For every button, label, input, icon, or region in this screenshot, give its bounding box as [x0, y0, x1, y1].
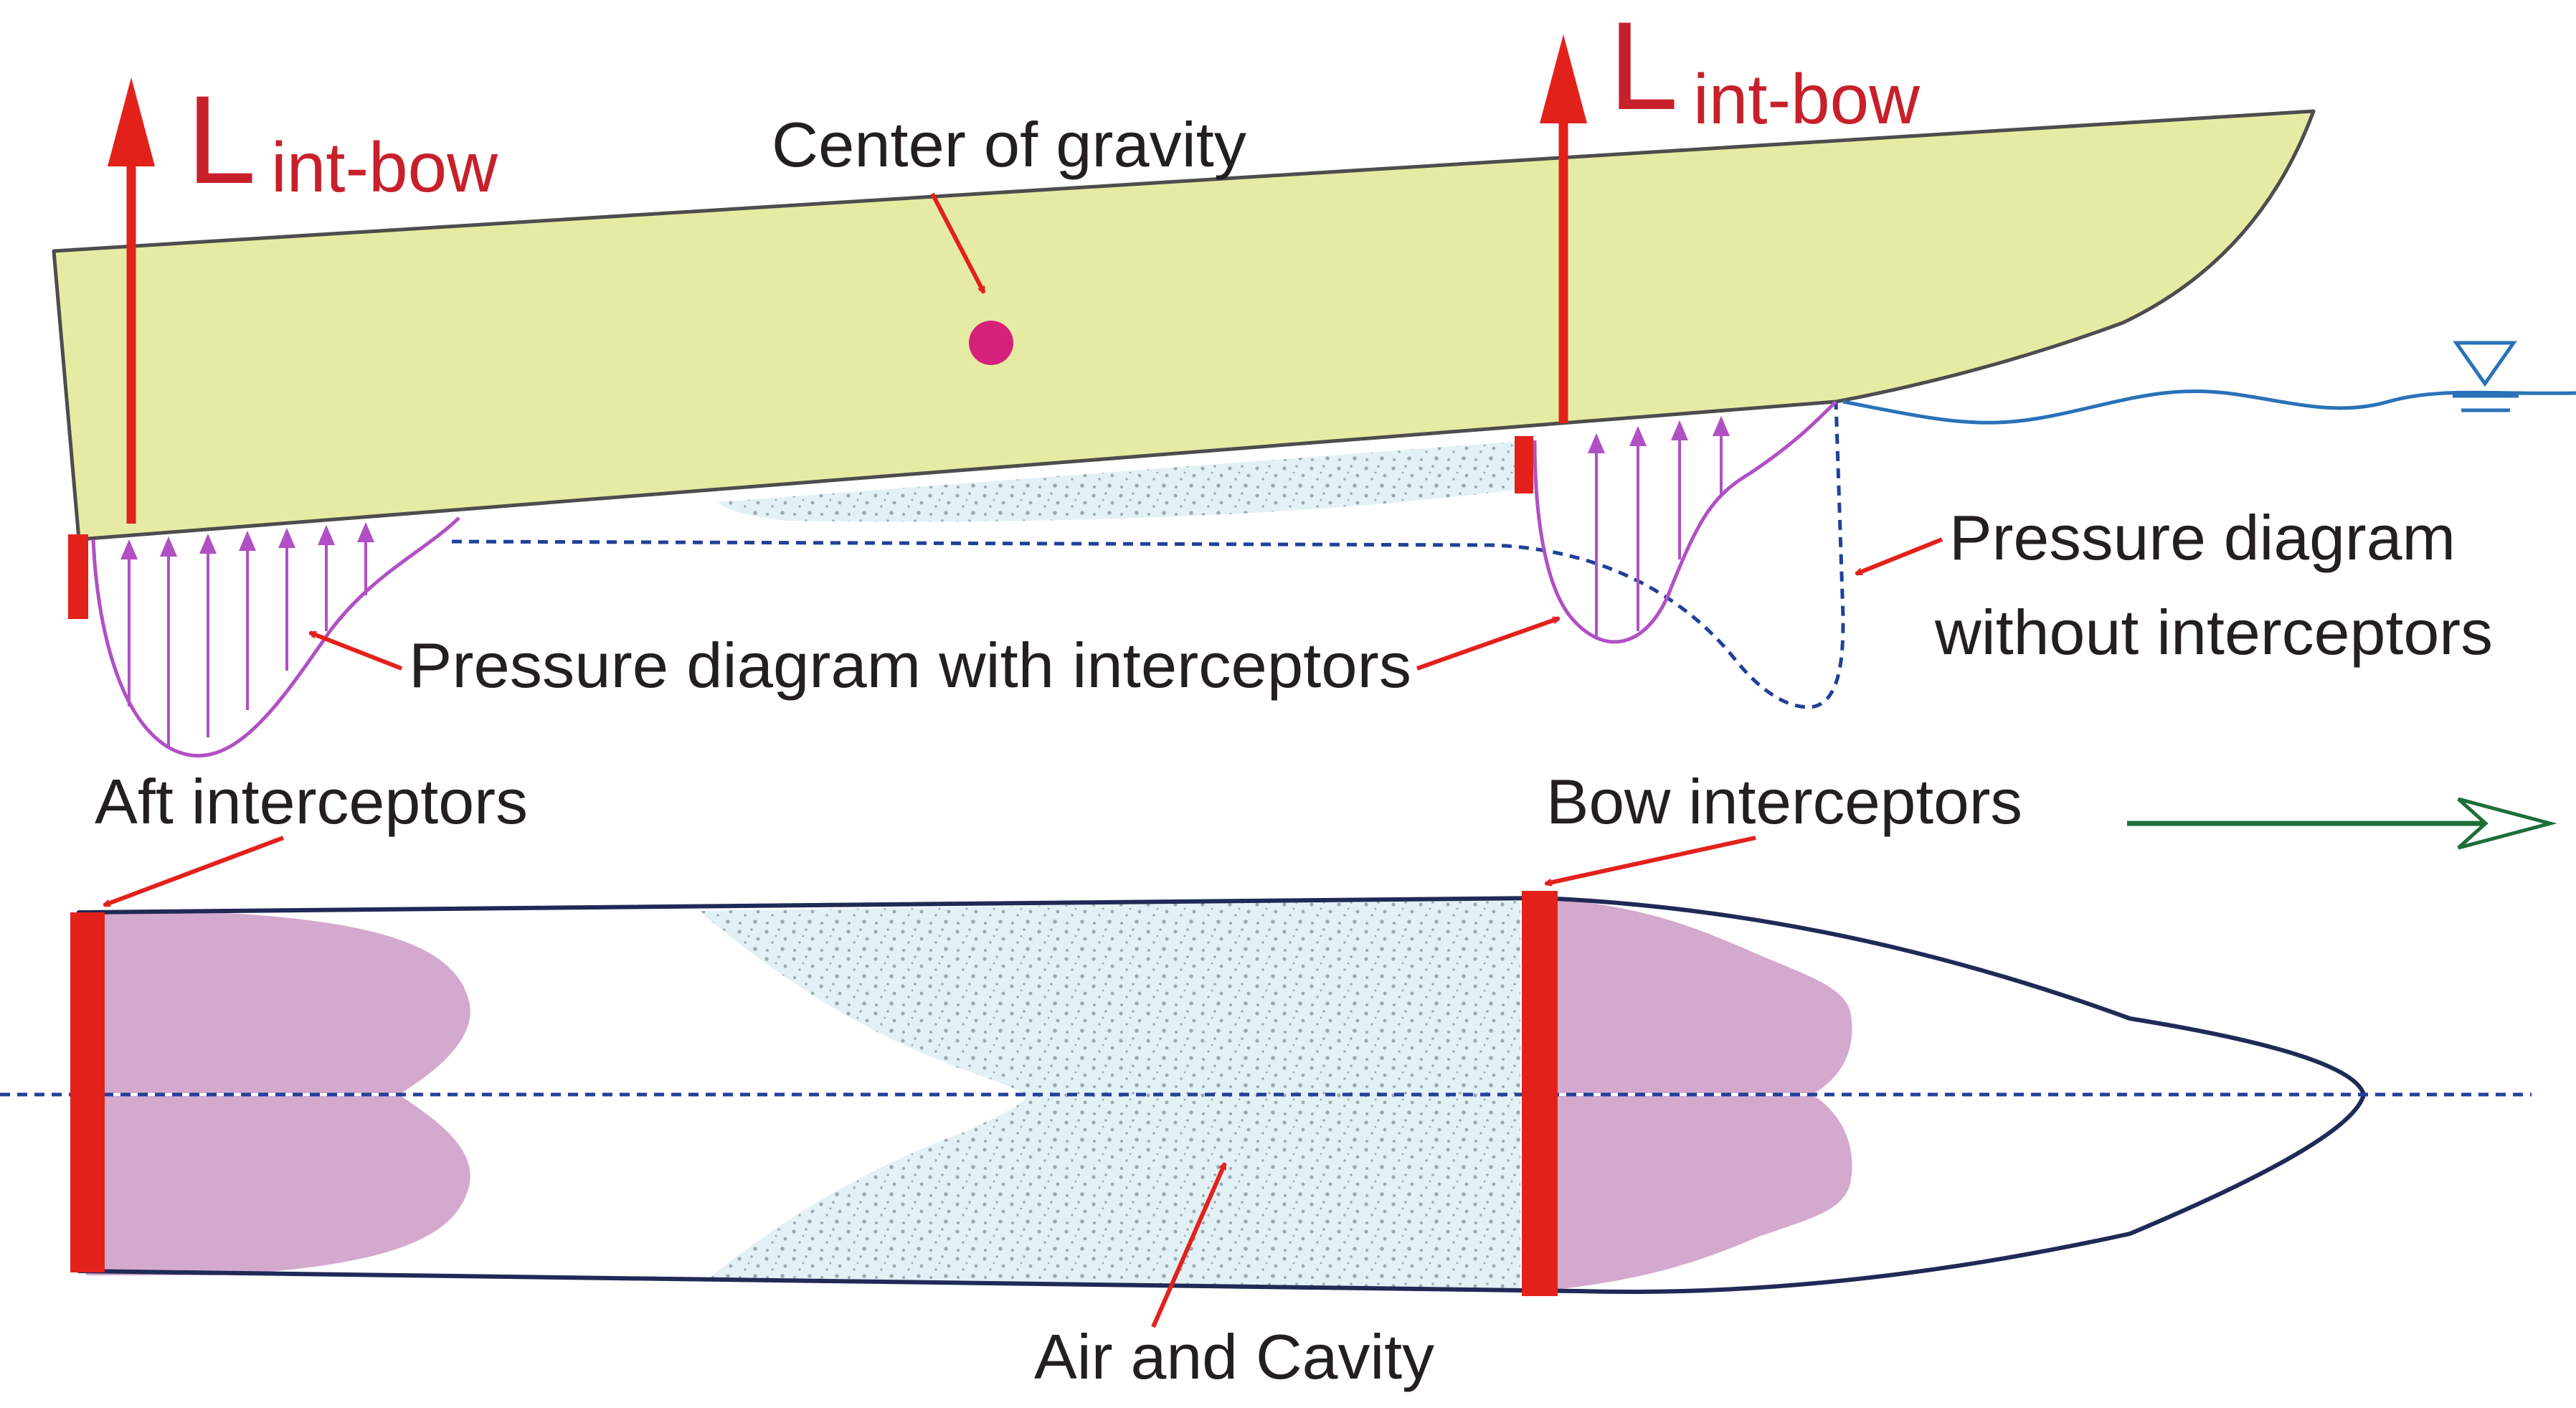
side-air-cavity — [717, 441, 1520, 522]
bow-lift-subscript: int-bow — [1693, 60, 1921, 138]
aft-lift-arrow — [108, 77, 155, 524]
side-leader-arrows — [310, 192, 1943, 671]
plan-leader-arrows — [104, 836, 1756, 1328]
water-surface — [1842, 389, 2576, 425]
waterline-symbol-icon — [2453, 341, 2519, 412]
aft-pressure-lobes — [86, 912, 470, 1275]
hull-side-profile — [52, 109, 2316, 542]
aft-interceptor-plan — [70, 912, 105, 1272]
aft-lift-symbol: L — [186, 70, 256, 210]
pressure-without-label-line1: Pressure diagram — [1949, 502, 2456, 573]
aft-interceptors-label: Aft interceptors — [95, 766, 528, 837]
aft-pressure-arrows — [120, 521, 375, 746]
bow-interceptor-plan — [1522, 891, 1558, 1296]
bow-pressure-lobes — [1542, 898, 1852, 1291]
bow-lift-arrow — [1540, 34, 1587, 423]
direction-arrow-icon — [2127, 797, 2557, 850]
pressure-with-interceptors-label: Pressure diagram with interceptors — [409, 630, 1411, 701]
pressure-without-interceptors-curve — [451, 401, 1845, 709]
center-of-gravity-label: Center of gravity — [772, 109, 1246, 180]
bow-lift-symbol: L — [1609, 0, 1678, 136]
pressure-without-label-line2: without interceptors — [1934, 597, 2493, 668]
aft-interceptor-side — [68, 534, 88, 619]
bow-interceptors-label: Bow interceptors — [1546, 766, 2022, 837]
bow-pressure-diagram — [1533, 400, 1837, 644]
center-of-gravity-dot — [969, 321, 1013, 365]
air-and-cavity-label: Air and Cavity — [1034, 1321, 1434, 1392]
aft-lift-subscript: int-bow — [271, 128, 498, 207]
aft-pressure-diagram — [91, 516, 460, 758]
bow-interceptor-side — [1515, 436, 1533, 493]
bow-pressure-arrows — [1587, 415, 1730, 637]
